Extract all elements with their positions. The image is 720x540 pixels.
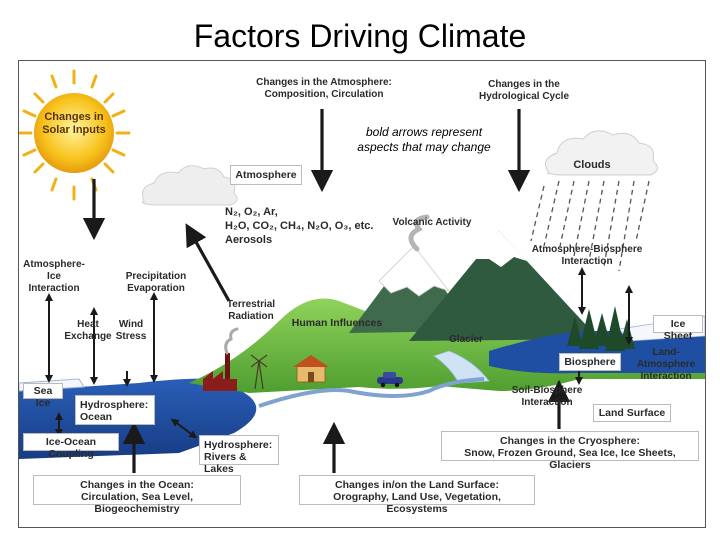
dark-mountain (409, 231, 599, 341)
forest-icon (567, 306, 635, 351)
sun-label: Changes in Solar Inputs (42, 111, 106, 136)
bold-arrows-note: bold arrows represent aspects that may c… (357, 125, 491, 154)
label-land-changes: Changes in/on the Land Surface: Orograph… (299, 475, 535, 515)
rain-cloud-icon (544, 130, 658, 176)
label-hydrosphere-ocean: Hydrosphere: Ocean (75, 395, 155, 425)
label-atmosphere-ice: Atmosphere- Ice Interaction (23, 259, 85, 294)
bold-arrows (82, 109, 571, 473)
rain-icon (530, 180, 650, 272)
atmosphere-composition: N₂, O₂, Ar, H₂O, CO₂, CH₄, N₂O, O₃, etc.… (225, 206, 374, 246)
label-atmosphere: Atmosphere (230, 165, 302, 185)
label-atmosphere-biosphere: Atmosphere-Biosphere Interaction (531, 244, 643, 267)
label-land-surface: Land Surface (593, 404, 671, 422)
cloud-icon (141, 165, 238, 206)
label-land-atmosphere: Land- Atmosphere Interaction (636, 347, 696, 382)
windmill-icon (250, 354, 268, 390)
right-lake (489, 331, 705, 374)
label-glacier: Glacier (449, 334, 483, 345)
label-heat-exchange: Heat Exchange (64, 319, 112, 342)
arrow-terrestrial (185, 223, 231, 302)
volcano-plume (408, 214, 430, 252)
label-hydrological-cycle: Changes in the Hydrological Cycle (478, 79, 570, 102)
label-sea-ice: Sea Ice (23, 383, 63, 409)
label-wind-stress: Wind Stress (115, 319, 147, 342)
label-precipitation: Precipitation Evaporation (125, 271, 187, 294)
car-icon (377, 372, 403, 388)
label-atmosphere-changes: Changes in the Atmosphere: Composition, … (256, 77, 392, 100)
label-soil-biosphere: Soil-Biosphere Interaction (511, 385, 583, 408)
house-icon (293, 355, 329, 383)
interaction-arrows (45, 267, 633, 439)
arrow-rivers (170, 418, 198, 439)
label-terrestrial-radiation: Terrestrial Radiation (226, 299, 276, 322)
factory-icon (203, 327, 239, 391)
label-cryosphere-changes: Changes in the Cryosphere: Snow, Frozen … (441, 431, 699, 471)
label-volcanic-activity: Volcanic Activity (392, 217, 472, 228)
sun-icon (19, 69, 131, 201)
mountain-snow-cap (378, 245, 451, 297)
label-clouds: Clouds (573, 159, 611, 171)
label-ice-ocean-coupling: Ice-Ocean Coupling (23, 433, 119, 460)
dark-mountain-snow (474, 231, 527, 267)
label-human-influences: Human Influences (291, 317, 383, 329)
label-biosphere: Biosphere (559, 353, 621, 371)
page-title: Factors Driving Climate (193, 18, 527, 54)
climate-diagram: Changes in Solar Inputs Changes in the A… (18, 60, 706, 528)
river-shape (258, 377, 485, 408)
label-ice-sheet: Ice Sheet (653, 315, 703, 342)
label-ocean-changes: Changes in the Ocean: Circulation, Sea L… (33, 475, 241, 515)
label-hydrosphere-rivers: Hydrosphere: Rivers & Lakes (199, 435, 279, 475)
